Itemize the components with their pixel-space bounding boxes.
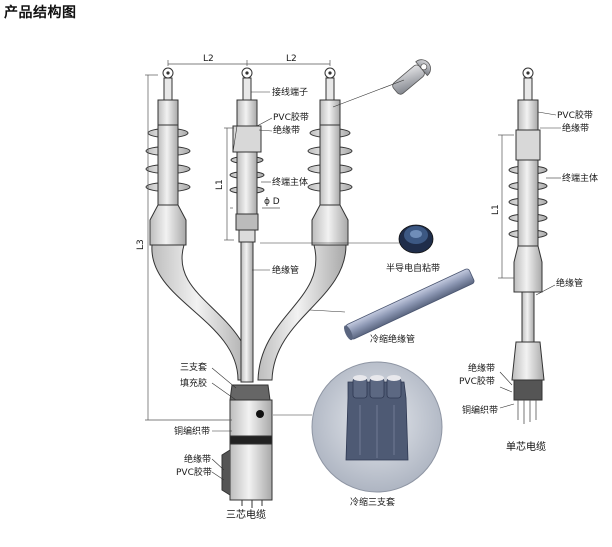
dim-l3: L3: [136, 239, 146, 250]
dim-l2-left: L2: [203, 54, 214, 64]
label-bottom-pvc-tape: PVC胶带: [176, 466, 212, 478]
label-semi-tape: 半导电自粘带: [386, 262, 440, 274]
page-title: 产品结构图: [4, 5, 77, 21]
label-r-insulating-tube: 绝缘管: [556, 277, 583, 289]
cable-cores: [151, 241, 347, 383]
lug-icon: [162, 67, 336, 101]
single-core-termination: [508, 67, 548, 424]
three-core-termination: [145, 67, 353, 508]
dim-l2-right: L2: [286, 54, 297, 64]
right-leaders: [499, 111, 561, 409]
label-insulating-tape: 绝缘带: [273, 124, 300, 136]
right-dimension-lines: [498, 134, 514, 279]
label-copper-braid: 铜编织带: [174, 425, 210, 437]
label-r-pvc-tape: PVC胶带: [557, 109, 593, 121]
label-terminal-body: 终端主体: [272, 176, 308, 188]
breakout-and-cable: [221, 384, 273, 508]
label-r-copper-braid: 铜编织带: [462, 404, 498, 416]
label-filler: 填充胶: [180, 377, 207, 389]
right-terminal-body: [307, 99, 353, 246]
label-r-bottom-pvc-tape: PVC胶带: [459, 375, 495, 387]
label-cold-shrink-tube: 冷缩绝缘管: [370, 333, 415, 345]
center-terminal-body: [229, 99, 265, 243]
dim-l1-right: L1: [491, 204, 501, 215]
label-breakout: 三支套: [180, 361, 207, 373]
dimension-lines: [145, 60, 331, 421]
label-bottom-insulating-tape: 绝缘带: [184, 453, 211, 465]
label-cold-shrink-breakout: 冷缩三支套: [350, 496, 395, 508]
cold-shrink-breakout-picture: [273, 361, 443, 493]
dim-l1-left: L1: [215, 179, 225, 190]
semi-conductive-tape-picture: [260, 224, 434, 254]
label-r-terminal-body: 终端主体: [562, 172, 598, 184]
left-leaders: [211, 91, 273, 481]
label-r-bottom-insulating-tape: 绝缘带: [468, 362, 495, 374]
label-pvc-tape: PVC胶带: [273, 111, 309, 123]
label-single-core-cable: 单芯电缆: [506, 440, 546, 453]
dim-phi-d: ϕ D: [264, 197, 280, 207]
left-terminal-body: [145, 99, 191, 246]
cold-shrink-tube-picture: [309, 268, 475, 341]
label-r-insulating-tape: 绝缘带: [562, 122, 589, 134]
label-insulating-tube: 绝缘管: [272, 264, 299, 276]
label-three-core-cable: 三芯电缆: [226, 508, 266, 521]
cable-lug-picture: [332, 59, 431, 108]
label-lug: 接线端子: [272, 86, 308, 98]
